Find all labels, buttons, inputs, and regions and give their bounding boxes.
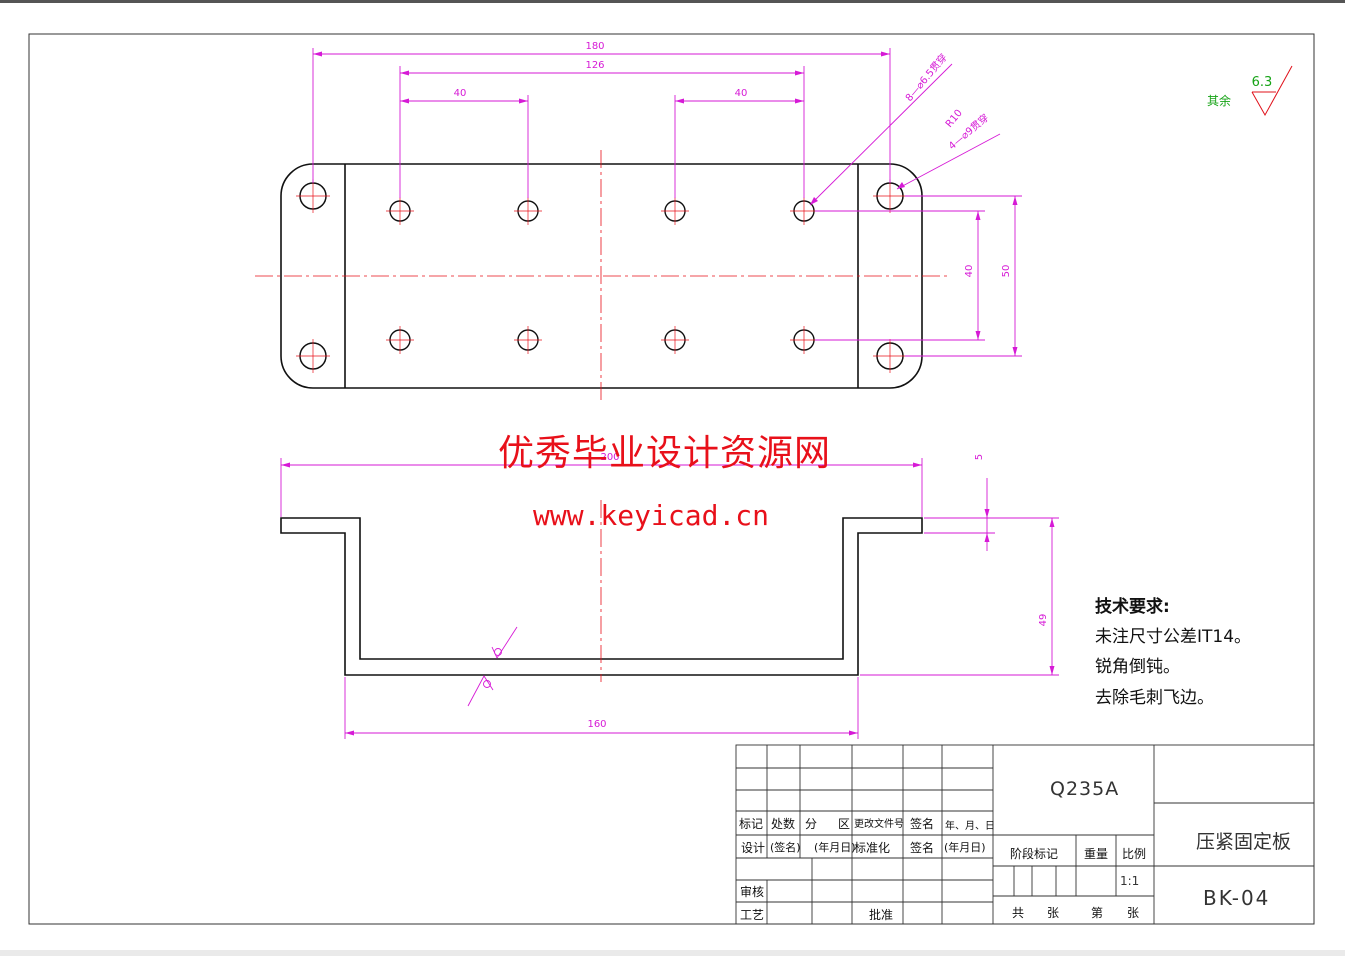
- tb-design-sign: (签名): [770, 841, 801, 854]
- small-hole: [790, 326, 818, 354]
- tb-design: 设计: [741, 841, 766, 855]
- large-hole: [296, 339, 330, 373]
- small-hole: [790, 197, 818, 225]
- tb-sheets: 张: [1047, 906, 1060, 920]
- small-hole: [514, 197, 542, 225]
- tb-header-part: 分: [805, 817, 818, 831]
- tb-process: 工艺: [740, 908, 765, 922]
- tb-weight: 重量: [1084, 847, 1109, 861]
- leader-large-holes: [896, 133, 1001, 190]
- tb-stage-mark: 阶段标记: [1010, 847, 1059, 861]
- dim-text-180: 180: [585, 41, 604, 52]
- large-hole: [296, 179, 330, 213]
- small-hole: [386, 197, 414, 225]
- tb-sheets-2: 张: [1127, 906, 1140, 920]
- tb-drawing-number: BK-04: [1203, 886, 1271, 910]
- dim-text-5: 5: [974, 454, 985, 460]
- tb-scale-label: 比例: [1122, 847, 1147, 861]
- drawing-frame: [28, 33, 1315, 925]
- dim-text-49: 49: [1038, 614, 1049, 627]
- tb-std-sign: 签名: [910, 841, 935, 855]
- dim-text-50-vertical: 50: [1001, 265, 1012, 278]
- tech-requirement-item: 锐角倒钝。: [1095, 657, 1180, 677]
- tb-review: 审核: [740, 885, 765, 899]
- tb-total: 共: [1012, 906, 1025, 920]
- dim-text-40-left: 40: [454, 88, 467, 99]
- tb-sheet-no: 第: [1091, 906, 1104, 920]
- leader-small-holes: [809, 63, 953, 206]
- dim-text-40-right: 40: [735, 88, 748, 99]
- roughness-value: 6.3: [1252, 75, 1273, 90]
- tb-standardization: 标准化: [854, 841, 891, 855]
- small-hole: [661, 326, 689, 354]
- large-hole: [873, 339, 907, 373]
- callout-radius: R10: [944, 108, 965, 130]
- dim-text-200: 200: [600, 452, 619, 463]
- small-hole: [386, 326, 414, 354]
- tb-material: Q235A: [1050, 778, 1120, 800]
- dim-text-126: 126: [585, 60, 604, 71]
- roughness-symbol: 6.3 其余: [1207, 65, 1293, 117]
- tb-header-mark: 标记: [739, 817, 764, 831]
- watermark-url: www.keyicad.cn: [533, 499, 770, 532]
- tb-header-sign: 签名: [910, 817, 935, 831]
- tech-requirements-title: 技术要求:: [1095, 597, 1170, 617]
- dim-text-160: 160: [587, 719, 606, 730]
- tb-scale-value: 1:1: [1120, 874, 1140, 888]
- tb-approve: 批准: [869, 908, 894, 922]
- tb-header-count: 处数: [771, 817, 796, 831]
- tb-header-date: 年、月、日: [945, 821, 995, 832]
- title-block-grid: [735, 744, 1315, 925]
- tb-part-name: 压紧固定板: [1196, 831, 1292, 853]
- tb-header-zone: 区: [838, 817, 851, 831]
- callout-small-holes: 8—⌀6.5贯穿: [902, 51, 949, 104]
- tb-std-date: (年月日): [944, 841, 986, 854]
- tb-design-date: (年月日): [814, 841, 856, 854]
- front-view: 200 5 49 160: [280, 452, 1059, 739]
- tech-requirement-item: 未注尺寸公差IT14。: [1095, 627, 1252, 647]
- window-top-border: [0, 0, 1345, 3]
- surface-finish-symbol: [467, 626, 518, 707]
- roughness-prefix: 其余: [1207, 93, 1231, 108]
- top-view-outline: [280, 163, 923, 389]
- tb-header-change-doc: 更改文件号: [854, 819, 904, 830]
- window-bottom-bar: [0, 950, 1345, 956]
- top-view: 180 126 40 40 40 50 8—⌀6.5贯穿 R10 4—⌀9贯穿: [255, 41, 1022, 402]
- watermark-title: 优秀毕业设计资源网: [498, 433, 832, 474]
- small-hole: [514, 326, 542, 354]
- dim-text-40-vertical: 40: [964, 265, 975, 278]
- tech-requirement-item: 去除毛刺飞边。: [1095, 688, 1214, 708]
- small-hole: [661, 197, 689, 225]
- front-view-profile: [280, 517, 923, 676]
